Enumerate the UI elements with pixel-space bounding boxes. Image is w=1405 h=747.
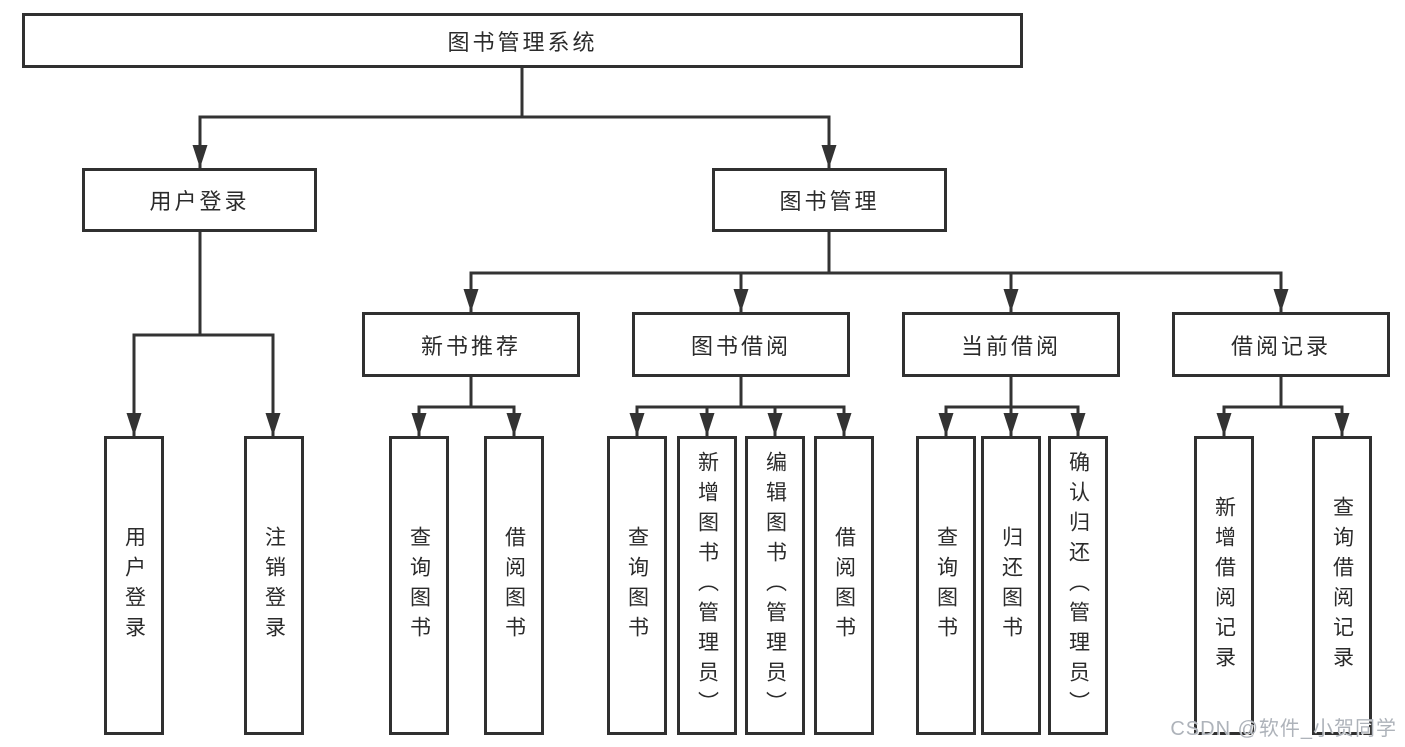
- node-label: 图书管理系统: [447, 29, 598, 55]
- node-library-management-system: 图书管理系统: [22, 13, 1023, 68]
- node-label: 用户登录: [149, 189, 250, 214]
- arrowhead-icon: [265, 413, 281, 436]
- connector-management-split: [469, 232, 1283, 312]
- arrowhead-icon: [1334, 413, 1350, 436]
- node-label: 图书借阅: [690, 333, 791, 359]
- node-label: 归还图书: [999, 525, 1023, 646]
- arrowhead-icon: [767, 413, 783, 436]
- arrowhead-icon: [629, 413, 645, 436]
- node-label: 借阅记录: [1230, 333, 1331, 359]
- node-current-borrowing: 当前借阅: [902, 312, 1120, 377]
- arrowhead-icon: [411, 413, 427, 436]
- node-label: 查询图书: [934, 525, 958, 646]
- node-label: 查询借阅记录: [1330, 495, 1354, 676]
- node-label: 编辑图书（管理员）: [763, 450, 787, 721]
- arrowhead-icon: [1003, 413, 1019, 436]
- arrowhead-icon: [126, 413, 142, 436]
- node-user-login: 用户登录: [82, 168, 317, 232]
- leaf-logout: 注销登录: [244, 436, 304, 735]
- arrowheads: [126, 145, 1350, 436]
- leaf-return-books: 归还图书: [981, 436, 1041, 735]
- node-label: 新增图书（管理员）: [695, 450, 719, 721]
- connector-login-split: [132, 232, 275, 436]
- leaf-add-borrow-record: 新增借阅记录: [1194, 436, 1254, 735]
- node-label: 当前借阅: [960, 333, 1061, 359]
- node-label: 注销登录: [262, 525, 286, 646]
- connector-root-split: [198, 68, 831, 168]
- leaf-query-books-recommend: 查询图书: [389, 436, 449, 735]
- leaf-user-login: 用户登录: [104, 436, 164, 735]
- arrowhead-icon: [1216, 413, 1232, 436]
- arrowhead-icon: [699, 413, 715, 436]
- node-book-management: 图书管理: [712, 168, 947, 232]
- arrowhead-icon: [1070, 413, 1086, 436]
- leaf-query-borrow-record: 查询借阅记录: [1312, 436, 1372, 735]
- arrowhead-icon: [192, 145, 208, 168]
- node-label: 借阅图书: [832, 525, 856, 646]
- leaf-query-books-current: 查询图书: [916, 436, 976, 735]
- leaf-edit-books-admin: 编辑图书（管理员）: [745, 436, 805, 735]
- node-label: 确认归还（管理员）: [1066, 450, 1090, 721]
- arrowhead-icon: [938, 413, 954, 436]
- arrowhead-icon: [836, 413, 852, 436]
- node-book-borrowing: 图书借阅: [632, 312, 850, 377]
- node-label: 新书推荐: [420, 333, 521, 359]
- node-borrowing-records: 借阅记录: [1172, 312, 1390, 377]
- leaf-add-books-admin: 新增图书（管理员）: [677, 436, 737, 735]
- arrowhead-icon: [1273, 289, 1289, 312]
- node-label: 图书管理: [779, 189, 880, 214]
- connector-record-split: [1222, 377, 1344, 436]
- node-label: 查询图书: [407, 525, 431, 646]
- leaf-borrow-books-recommend: 借阅图书: [484, 436, 544, 735]
- node-label: 用户登录: [122, 525, 146, 646]
- node-label: 查询图书: [625, 525, 649, 646]
- arrowhead-icon: [463, 289, 479, 312]
- node-label: 借阅图书: [502, 525, 526, 646]
- leaf-query-books-borrowing: 查询图书: [607, 436, 667, 735]
- csdn-watermark: CSDN @软件_小贺同学: [1170, 718, 1397, 740]
- arrowhead-icon: [733, 289, 749, 312]
- node-label: 新增借阅记录: [1212, 495, 1236, 676]
- connector-recommend-split: [417, 377, 516, 436]
- arrowhead-icon: [506, 413, 522, 436]
- arrowhead-icon: [821, 145, 837, 168]
- leaf-borrow-books-borrowing: 借阅图书: [814, 436, 874, 735]
- arrowhead-icon: [1003, 289, 1019, 312]
- connector-borrow-split: [635, 377, 846, 436]
- node-new-book-recommendation: 新书推荐: [362, 312, 580, 377]
- leaf-confirm-return-admin: 确认归还（管理员）: [1048, 436, 1108, 735]
